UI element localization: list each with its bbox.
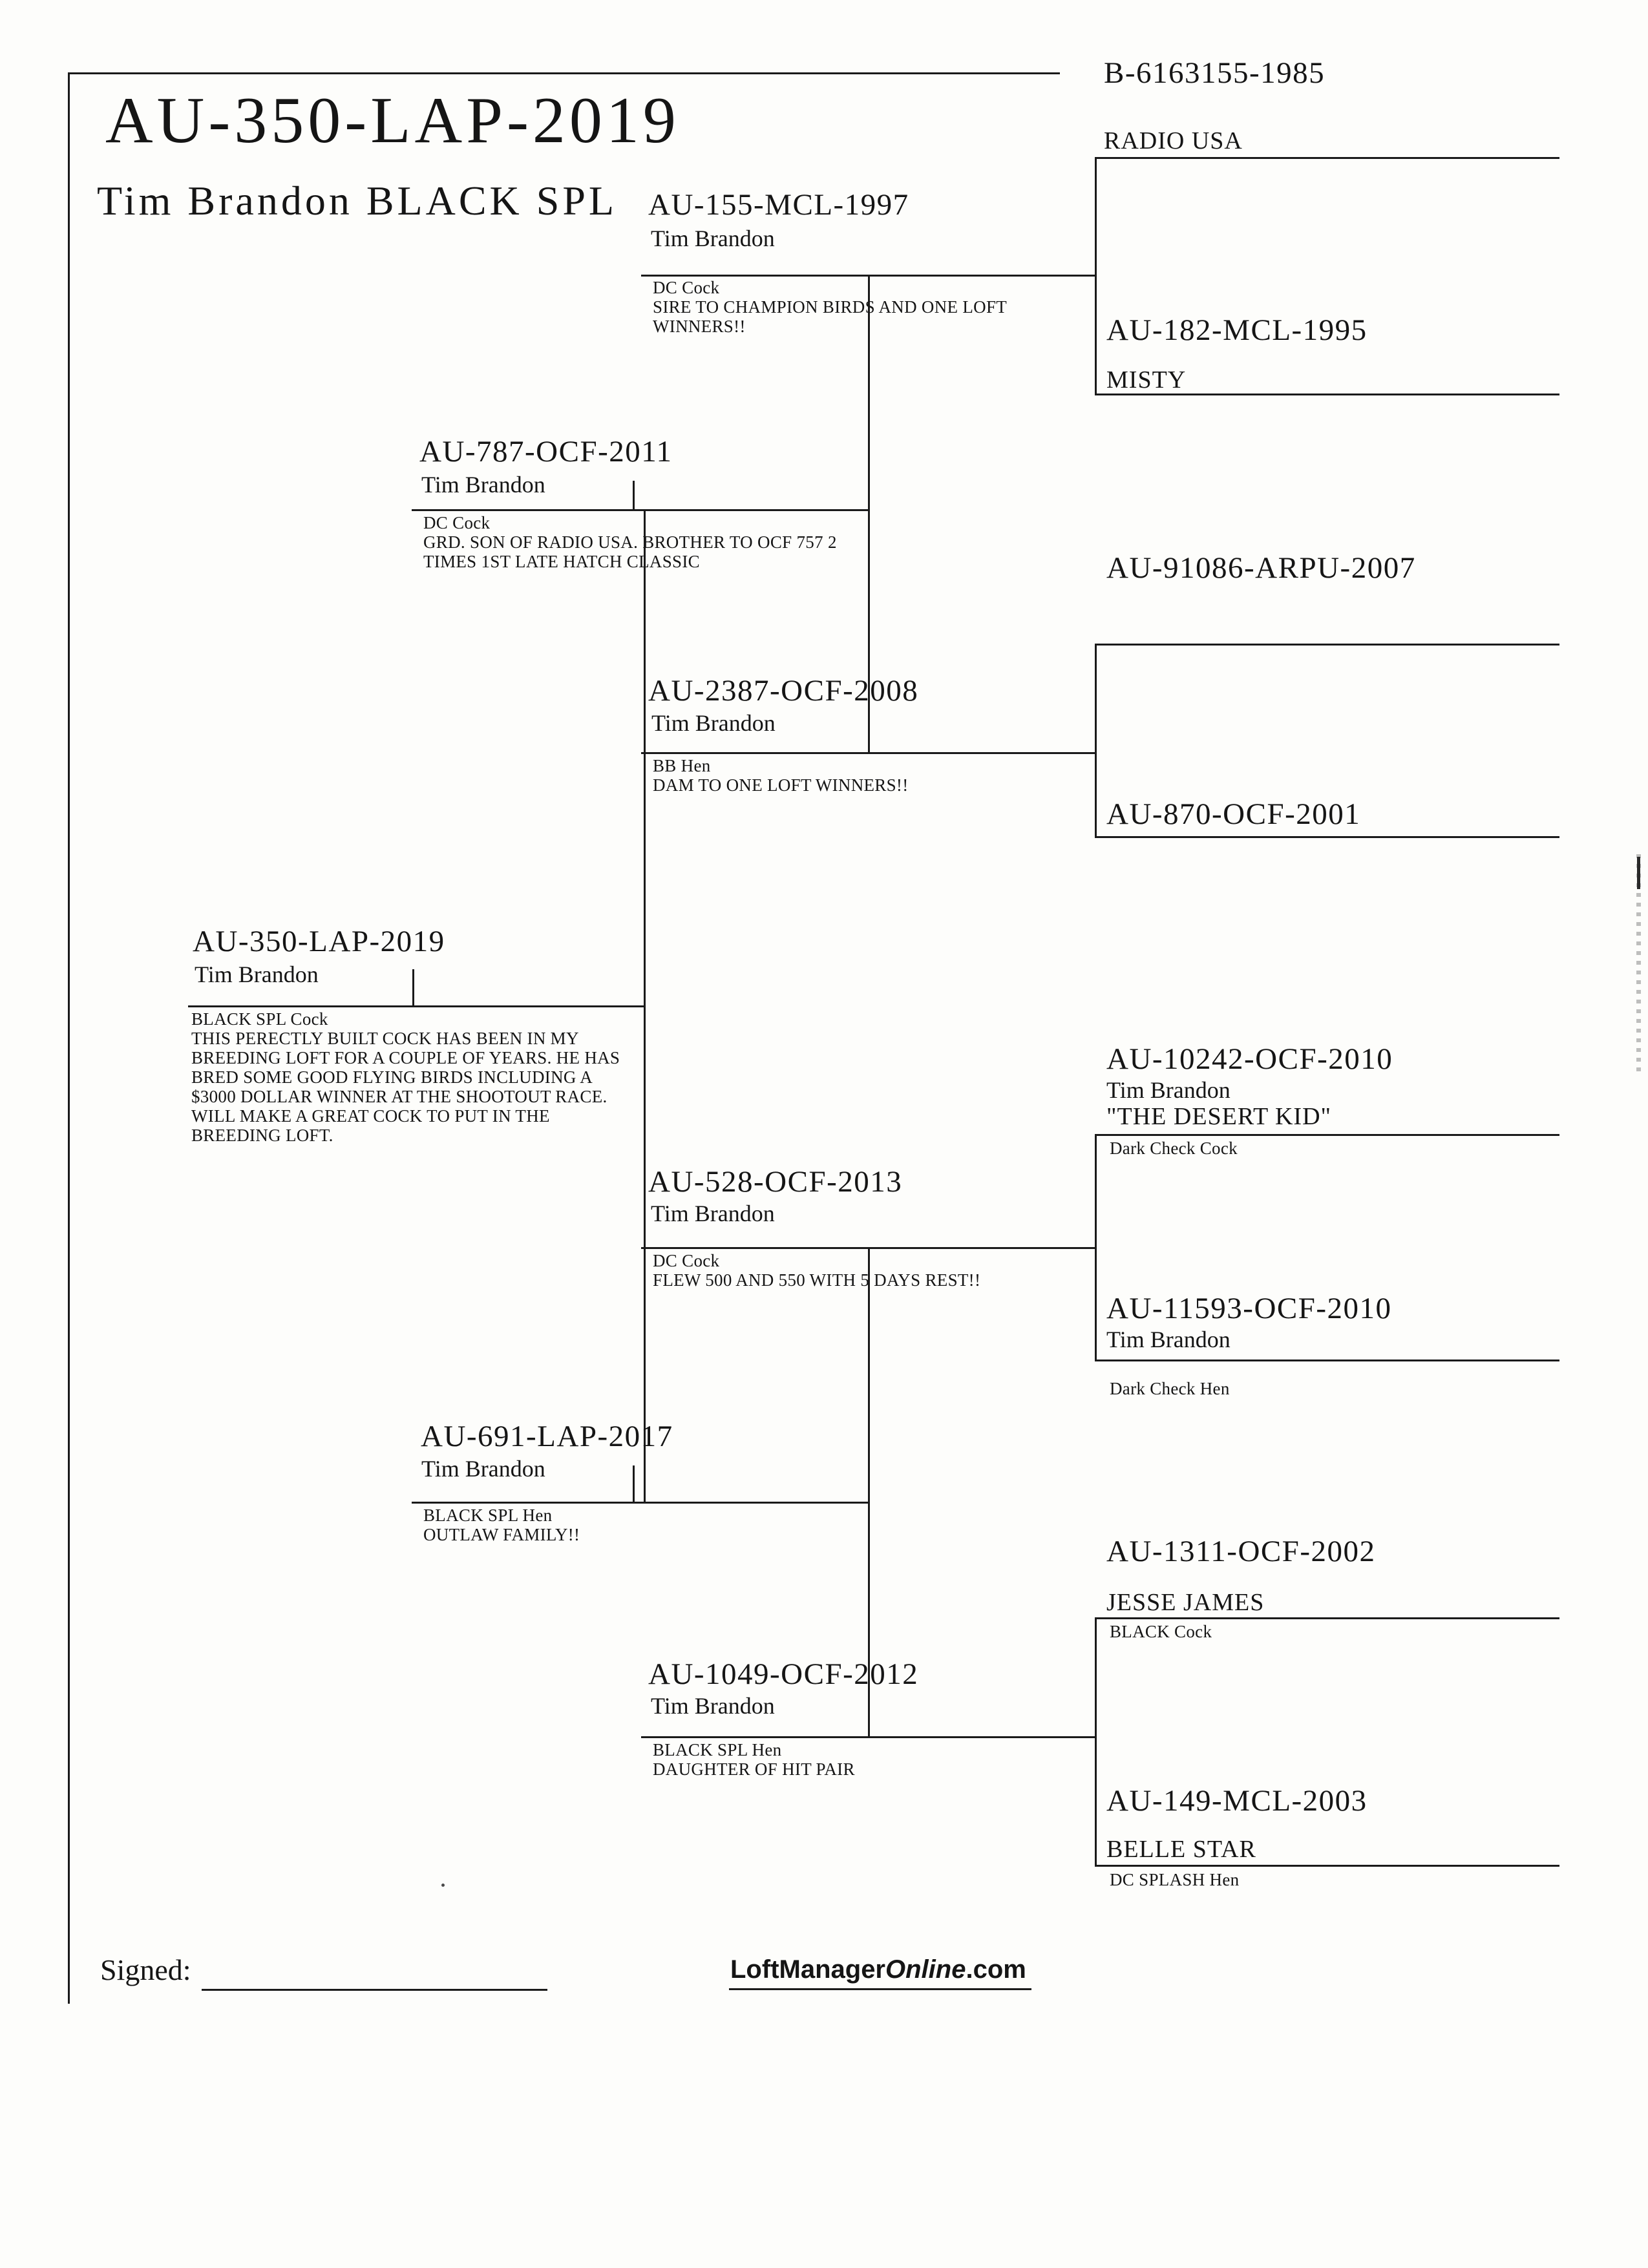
gen3-pair1-connector	[868, 275, 870, 754]
subject-owner: Tim Brandon	[195, 961, 319, 987]
gen3-bird2-owner: Tim Brandon	[651, 710, 776, 736]
footer-brand-online: Online	[885, 1955, 966, 1984]
gen4-bird2-band: AU-182-MCL-1995	[1106, 313, 1368, 347]
gen3-bird4-note: DAUGHTER OF HIT PAIR	[653, 1759, 855, 1779]
page-subtitle: Tim Brandon BLACK SPL	[97, 178, 617, 224]
gen4-bird6-color: Dark Check Hen	[1110, 1379, 1230, 1398]
gen2-dam-details: BLACK SPL Hen OUTLAW FAMILY!!	[423, 1506, 580, 1544]
gen4-bird7-color: BLACK Cock	[1110, 1622, 1212, 1641]
gen4-bird6-band: AU-11593-OCF-2010	[1106, 1292, 1392, 1325]
gen4-bird4-line	[1095, 836, 1559, 838]
gen3-bird4-owner: Tim Brandon	[651, 1693, 775, 1719]
gen3-bird1-owner: Tim Brandon	[651, 226, 775, 251]
gen2-dam-note: OUTLAW FAMILY!!	[423, 1525, 580, 1544]
gen2-sire-details: DC Cock GRD. SON OF RADIO USA. BROTHER T…	[423, 513, 837, 571]
gen3-bird1-band: AU-155-MCL-1997	[648, 188, 909, 222]
gen4-bird1-name: RADIO USA	[1104, 127, 1243, 154]
gen4-bird8-color: DC SPLASH Hen	[1110, 1870, 1240, 1889]
gen4-bird5-band: AU-10242-OCF-2010	[1106, 1042, 1393, 1076]
gen2-connector	[644, 509, 646, 1504]
gen4-bird6-line	[1095, 1360, 1559, 1361]
gen4-bird1-band: B-6163155-1985	[1104, 56, 1326, 90]
signed-label: Signed:	[100, 1953, 191, 1986]
gen3-bird4-line	[641, 1736, 1097, 1738]
gen4-bird5-line	[1095, 1134, 1559, 1136]
gen4-bird3-band: AU-91086-ARPU-2007	[1106, 551, 1416, 585]
gen3-bird3-color: DC Cock	[653, 1251, 720, 1270]
subject-note: THIS PERECTLY BUILT COCK HAS BEEN IN MY	[191, 1029, 579, 1048]
gen4-bird2-name: MISTY	[1106, 366, 1187, 394]
gen4-bird2-line	[1095, 394, 1559, 395]
scan-artifact-tick	[1637, 857, 1640, 889]
gen2-sire-owner: Tim Brandon	[421, 472, 545, 498]
gen2-sire-stem	[633, 481, 635, 509]
gen2-dam-color: BLACK SPL Hen	[423, 1506, 553, 1525]
gen2-sire-band: AU-787-OCF-2011	[419, 435, 673, 468]
gen4-bird1-line	[1095, 157, 1559, 159]
subject-band: AU-350-LAP-2019	[193, 925, 445, 958]
gen3-bird1-details: DC Cock SIRE TO CHAMPION BIRDS AND ONE L…	[653, 278, 1007, 336]
gen2-dam-stem	[633, 1465, 635, 1502]
gen2-dam-owner: Tim Brandon	[421, 1456, 545, 1482]
gen3-bird3-owner: Tim Brandon	[651, 1201, 775, 1226]
subject-note: $3000 DOLLAR WINNER AT THE SHOOTOUT RACE…	[191, 1087, 607, 1106]
subject-line	[188, 1005, 646, 1007]
gen2-sire-note: TIMES 1ST LATE HATCH CLASSIC	[423, 552, 700, 571]
signature-line	[202, 1989, 547, 1991]
gen3-bird4-color: BLACK SPL Hen	[653, 1740, 782, 1759]
gen3-bird2-details: BB Hen DAM TO ONE LOFT WINNERS!!	[653, 756, 909, 795]
gen2-dam-line	[412, 1502, 868, 1504]
gen4-bird4-band: AU-870-OCF-2001	[1106, 797, 1361, 831]
gen4-bird8-line	[1095, 1865, 1559, 1867]
gen4-bird6-owner: Tim Brandon	[1106, 1327, 1231, 1352]
gen2-dam-band: AU-691-LAP-2017	[421, 1420, 673, 1453]
gen4-pair2-connector	[1095, 644, 1097, 838]
gen4-bird7-band: AU-1311-OCF-2002	[1106, 1535, 1376, 1568]
footer-brand-suffix: .com	[966, 1955, 1026, 1984]
subject-note: WILL MAKE A GREAT COCK TO PUT IN THE	[191, 1106, 550, 1126]
gen2-sire-color: DC Cock	[423, 513, 491, 532]
gen3-pair2-connector	[868, 1247, 870, 1738]
gen4-bird8-name: BELLE STAR	[1106, 1836, 1256, 1863]
subject-stem	[412, 969, 414, 1005]
gen3-bird4-band: AU-1049-OCF-2012	[648, 1657, 919, 1691]
gen4-bird5-owner: Tim Brandon	[1106, 1077, 1231, 1103]
gen2-sire-line	[412, 509, 868, 511]
subject-note: BRED SOME GOOD FLYING BIRDS INCLUDING A	[191, 1067, 593, 1087]
gen3-bird3-band: AU-528-OCF-2013	[648, 1165, 903, 1199]
gen2-sire-note: GRD. SON OF RADIO USA. BROTHER TO OCF 75…	[423, 532, 837, 552]
scan-artifact	[1636, 854, 1641, 1074]
subject-note: BREEDING LOFT FOR A COUPLE OF YEARS. HE …	[191, 1048, 620, 1067]
gen3-bird1-color: DC Cock	[653, 278, 720, 297]
gen4-pair4-connector	[1095, 1617, 1097, 1867]
footer-brand-prefix: LoftManager	[730, 1955, 885, 1984]
gen4-bird5-color: Dark Check Cock	[1110, 1139, 1238, 1158]
gen4-bird8-band: AU-149-MCL-2003	[1106, 1784, 1368, 1818]
page-title: AU-350-LAP-2019	[105, 84, 680, 157]
subject-color: BLACK SPL Cock	[191, 1009, 328, 1029]
gen3-bird3-note: FLEW 500 AND 550 WITH 5 DAYS REST!!	[653, 1270, 981, 1290]
gen3-bird2-band: AU-2387-OCF-2008	[648, 674, 919, 708]
gen3-bird1-note: SIRE TO CHAMPION BIRDS AND ONE LOFT	[653, 297, 1008, 317]
scan-dot	[441, 1884, 445, 1887]
gen4-bird7-name: JESSE JAMES	[1106, 1589, 1265, 1616]
subject-details: BLACK SPL Cock THIS PERECTLY BUILT COCK …	[191, 1009, 620, 1145]
gen4-bird5-name: "THE DESERT KID"	[1106, 1103, 1332, 1130]
gen3-bird2-color: BB Hen	[653, 756, 711, 775]
footer-brand: LoftManagerOnline.com	[729, 1955, 1031, 1990]
gen3-bird2-note: DAM TO ONE LOFT WINNERS!!	[653, 775, 909, 795]
gen3-bird4-details: BLACK SPL Hen DAUGHTER OF HIT PAIR	[653, 1740, 855, 1779]
subject-note: BREEDING LOFT.	[191, 1126, 333, 1145]
gen4-bird7-line	[1095, 1617, 1559, 1619]
page-border-top	[68, 72, 1060, 74]
page-border-left	[68, 72, 70, 2004]
gen4-bird3-line	[1095, 644, 1559, 646]
gen3-bird1-note: WINNERS!!	[653, 317, 746, 336]
gen3-bird3-details: DC Cock FLEW 500 AND 550 WITH 5 DAYS RES…	[653, 1251, 980, 1290]
